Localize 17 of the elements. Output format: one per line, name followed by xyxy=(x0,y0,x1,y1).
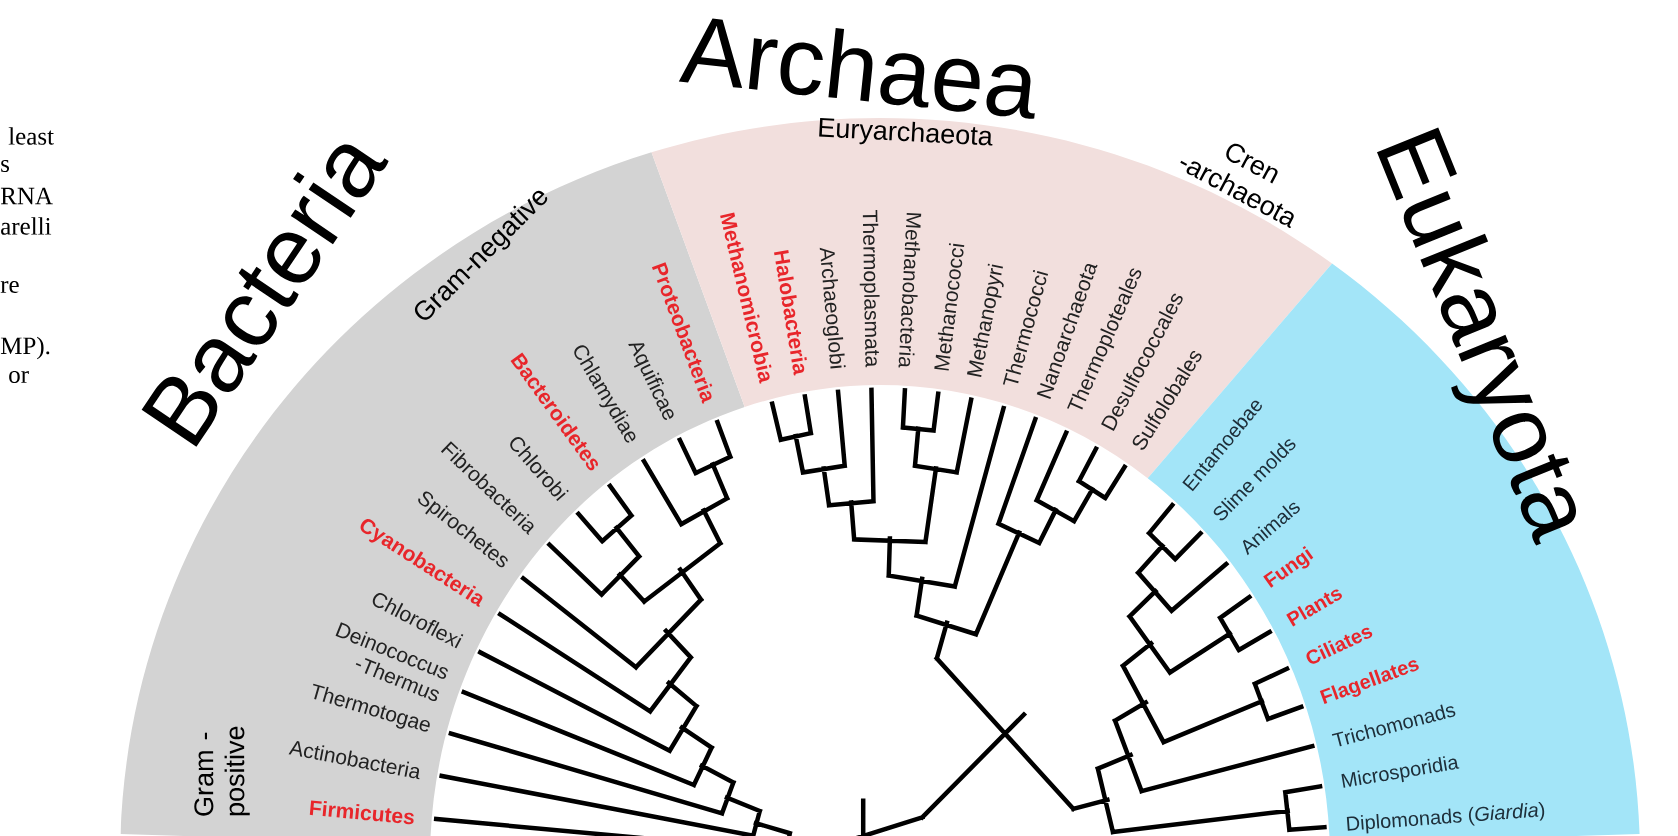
text-fragment: s xyxy=(1,160,10,172)
text-fragment: RNA xyxy=(0,187,53,205)
domain-title: Archaea xyxy=(678,18,1035,119)
taxon-label: Microsporidia xyxy=(1341,756,1460,788)
taxon-label: Methanococci xyxy=(934,243,965,371)
text-fragment: or xyxy=(9,371,29,383)
text-fragment: MP). xyxy=(0,336,50,360)
taxon-label: Methanobacteria xyxy=(898,213,922,368)
text-fragment: arelli xyxy=(1,217,52,235)
text-fragment: re xyxy=(0,281,19,293)
taxon-label: Thermoplasmata xyxy=(859,210,880,368)
taxon-label: Archaeoglobi xyxy=(819,247,846,369)
text-fragment: least xyxy=(8,127,54,145)
taxon-label: Firmicutes xyxy=(309,800,414,825)
group-label: Euryarchaeota xyxy=(819,117,993,146)
taxon-label: Halobacteria xyxy=(774,250,807,376)
group-label: Gram -positive xyxy=(194,726,250,816)
